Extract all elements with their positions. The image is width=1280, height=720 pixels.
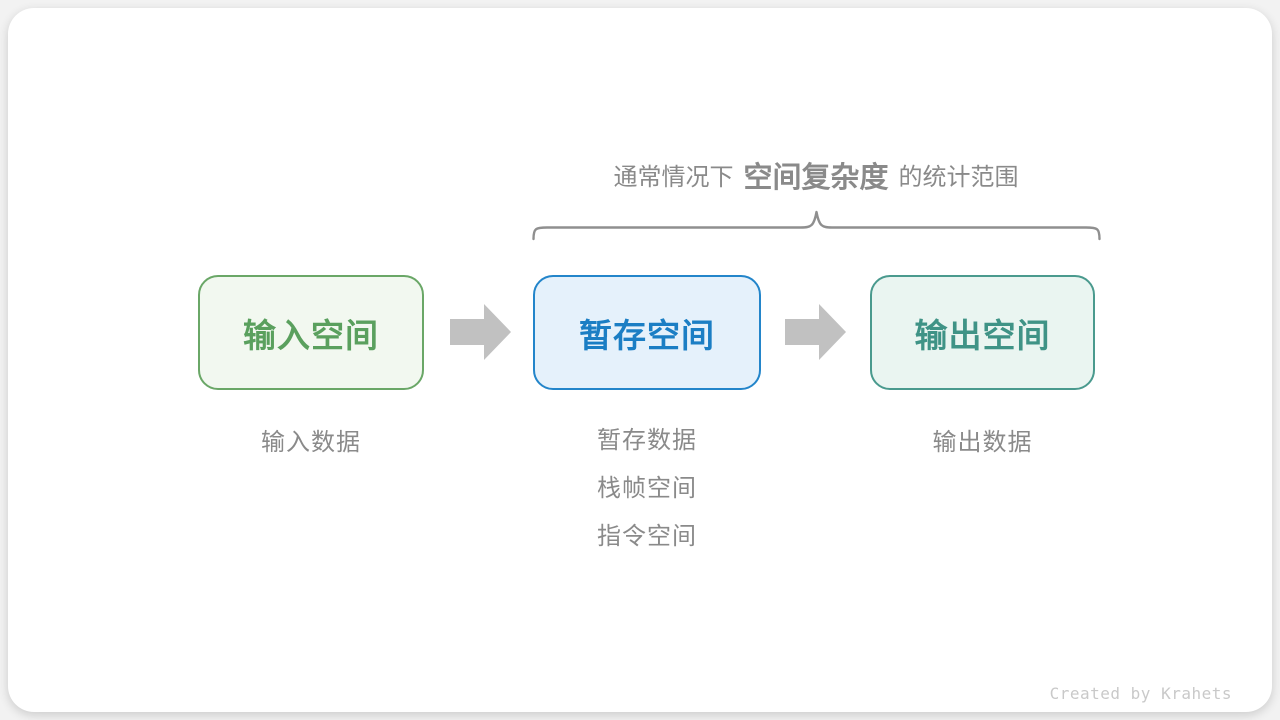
note-line: 输出数据 [932, 429, 1033, 456]
box-output-space-label: 输出空间 [914, 316, 1051, 354]
notes-temp-space: 暂存数据 栈帧空间 指令空间 [533, 417, 761, 561]
note-line: 输入数据 [261, 429, 361, 456]
notes-input-space: 输入数据 [198, 431, 424, 455]
box-input-space-label: 输入空间 [243, 316, 379, 354]
watermark: Created by Krahets [1049, 684, 1232, 703]
title-highlight: 空间复杂度 [743, 162, 889, 194]
curly-brace-icon [532, 210, 1101, 241]
box-input-space: 输入空间 [198, 275, 424, 390]
note-line: 栈帧空间 [597, 475, 697, 502]
note-line: 指令空间 [597, 523, 697, 550]
box-temp-space: 暂存空间 [533, 275, 761, 390]
box-temp-space-label: 暂存空间 [579, 316, 715, 354]
right-arrow-icon [450, 304, 511, 360]
note-line: 暂存数据 [597, 427, 697, 454]
right-arrow-icon [785, 304, 846, 360]
title-prefix: 通常情况下 [613, 164, 734, 191]
notes-output-space: 输出数据 [870, 431, 1095, 455]
box-output-space: 输出空间 [870, 275, 1095, 390]
title-suffix: 的统计范围 [898, 164, 1019, 191]
diagram-canvas: 通常情况下空间复杂度的统计范围 输入空间 暂存空间 输出空间 输入数据 暂存数据… [8, 8, 1272, 712]
diagram-title: 通常情况下空间复杂度的统计范围 [432, 154, 1200, 196]
